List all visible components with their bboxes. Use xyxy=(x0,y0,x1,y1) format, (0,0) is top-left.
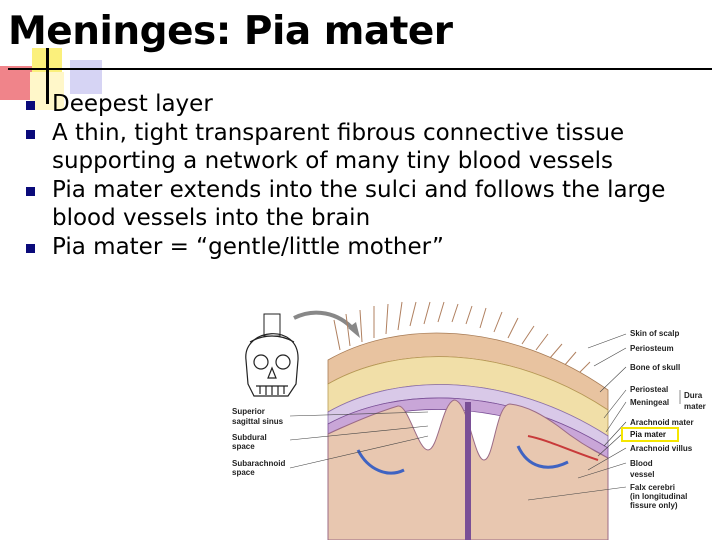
leader-lines xyxy=(527,333,681,501)
leader-lines-left xyxy=(289,411,429,469)
label-periosteum: Periosteum xyxy=(630,344,674,353)
blood-vessel xyxy=(356,449,405,475)
title-underline xyxy=(8,68,712,70)
bullet-square-icon xyxy=(26,186,35,196)
label-space-2: space xyxy=(232,468,255,477)
bullet-square-icon xyxy=(26,129,35,139)
label-falx-cerebri: Falx cerebri xyxy=(630,483,675,492)
label-dura: Dura xyxy=(684,391,703,400)
label-arachnoid-mater: Arachnoid mater xyxy=(630,418,694,427)
pointer-arrow-icon xyxy=(293,310,356,332)
label-space-1: space xyxy=(232,442,255,451)
label-periosteal: Periosteal xyxy=(630,385,668,394)
label-vessel: vessel xyxy=(630,470,654,479)
label-sagittal-sinus: sagittal sinus xyxy=(232,417,284,426)
label-fissure-only: fissure only) xyxy=(630,501,678,510)
label-longitudinal: (in longitudinal xyxy=(630,492,687,501)
scalp-hair-icon xyxy=(333,301,591,375)
label-meningeal: Meningeal xyxy=(630,398,669,407)
bullet-square-icon xyxy=(26,243,35,253)
decor-red-square xyxy=(0,66,33,100)
pia-mater-highlight xyxy=(621,427,679,442)
decor-vertical-line xyxy=(46,48,49,104)
bullet-square-icon xyxy=(26,101,35,110)
slide-title: Meninges: Pia mater xyxy=(8,9,453,54)
label-arachnoid-villus: Arachnoid villus xyxy=(630,444,693,453)
label-subarachnoid: Subarachnoid xyxy=(232,459,285,468)
arrow-head-icon xyxy=(348,322,360,338)
bullet-list: Deepest layer A thin, tight transparent … xyxy=(26,90,720,261)
blood-vessel xyxy=(516,445,569,469)
decor-blue-square xyxy=(70,60,102,94)
bullet-item: Pia mater extends into the sulci and fol… xyxy=(26,176,720,233)
meninges-diagram: Skin of scalp Periosteum Bone of skull P… xyxy=(232,301,706,540)
label-skin-of-scalp: Skin of scalp xyxy=(630,329,679,338)
label-pia-mater: Pia mater xyxy=(630,430,666,439)
label-blood: Blood xyxy=(630,459,653,468)
label-subdural: Subdural xyxy=(232,433,267,442)
label-superior: Superior xyxy=(232,407,265,416)
bullet-item: A thin, tight transparent fibrous connec… xyxy=(26,119,720,176)
label-bone-of-skull: Bone of skull xyxy=(630,363,680,372)
bullet-item: Deepest layer xyxy=(26,90,720,119)
blood-vessel-red xyxy=(527,435,599,461)
skull-sketch-icon xyxy=(245,313,299,397)
bullet-item: Pia mater = “gentle/little mother” xyxy=(26,233,720,262)
label-mater: mater xyxy=(684,402,706,411)
